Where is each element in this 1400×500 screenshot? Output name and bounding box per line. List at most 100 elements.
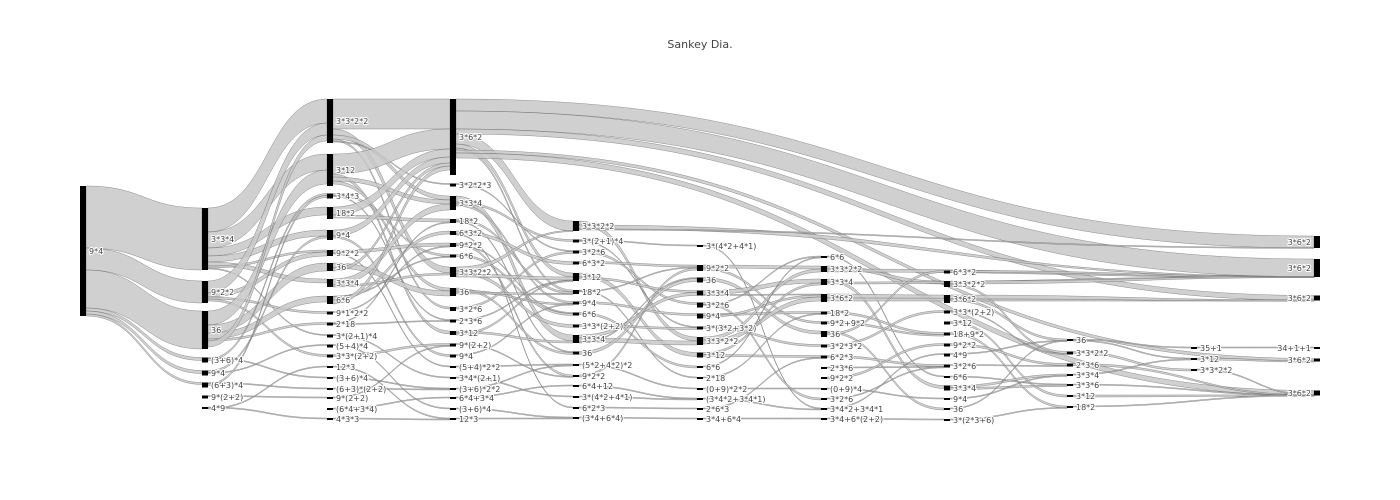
sankey-node[interactable] (944, 321, 950, 325)
sankey-node[interactable] (821, 418, 827, 420)
sankey-node[interactable] (327, 354, 333, 358)
sankey-node[interactable] (450, 331, 456, 335)
sankey-node[interactable] (697, 302, 703, 308)
sankey-node[interactable] (202, 370, 208, 376)
sankey-node[interactable] (327, 311, 333, 315)
sankey-node[interactable] (327, 263, 333, 271)
sankey-node[interactable] (450, 388, 456, 390)
sankey-node[interactable] (450, 366, 456, 368)
sankey-node[interactable] (327, 296, 333, 304)
sankey-node[interactable] (327, 344, 333, 348)
sankey-node[interactable] (573, 375, 579, 377)
sankey-node[interactable] (450, 183, 456, 187)
sankey-node[interactable] (450, 377, 456, 379)
sankey-node[interactable] (450, 418, 456, 420)
sankey-node[interactable] (697, 326, 703, 330)
sankey-node[interactable] (450, 307, 456, 311)
sankey-node[interactable] (697, 265, 703, 271)
sankey-node[interactable] (1191, 347, 1197, 349)
sankey-node[interactable] (573, 417, 579, 419)
sankey-node[interactable] (821, 321, 827, 325)
sankey-node[interactable] (202, 208, 208, 270)
sankey-node[interactable] (450, 408, 456, 410)
sankey-node[interactable] (1067, 384, 1073, 386)
sankey-node[interactable] (450, 99, 456, 175)
sankey-node[interactable] (327, 377, 333, 379)
sankey-node[interactable] (573, 261, 579, 265)
sankey-node[interactable] (202, 357, 208, 363)
sankey-node[interactable] (450, 267, 456, 277)
sankey-node[interactable] (573, 385, 579, 387)
sankey-node[interactable] (821, 388, 827, 390)
sankey-node[interactable] (1314, 259, 1320, 277)
sankey-node[interactable] (1314, 347, 1320, 349)
sankey-node[interactable] (1314, 295, 1320, 301)
sankey-node[interactable] (821, 311, 827, 315)
sankey-node[interactable] (697, 277, 703, 283)
sankey-node[interactable] (944, 295, 950, 303)
sankey-node[interactable] (821, 355, 827, 359)
sankey-node[interactable] (821, 294, 827, 302)
sankey-node[interactable] (327, 279, 333, 287)
sankey-node[interactable] (821, 408, 827, 410)
sankey-node[interactable] (327, 207, 333, 219)
sankey-node[interactable] (944, 310, 950, 314)
sankey-node[interactable] (821, 331, 827, 337)
sankey-node[interactable] (573, 396, 579, 398)
sankey-node[interactable] (450, 243, 456, 247)
sankey-node[interactable] (327, 322, 333, 326)
sankey-node[interactable] (573, 335, 579, 343)
sankey-node[interactable] (573, 250, 579, 254)
sankey-node[interactable] (450, 196, 456, 210)
sankey-node[interactable] (327, 250, 333, 256)
sankey-node[interactable] (1191, 358, 1197, 360)
sankey-node[interactable] (697, 290, 703, 296)
sankey-node[interactable] (573, 290, 579, 294)
sankey-node[interactable] (697, 352, 703, 358)
sankey-node[interactable] (327, 388, 333, 390)
sankey-node[interactable] (1067, 395, 1073, 397)
sankey-node[interactable] (821, 266, 827, 272)
sankey-node[interactable] (327, 397, 333, 399)
sankey-node[interactable] (573, 312, 579, 316)
sankey-node[interactable] (944, 332, 950, 336)
sankey-node[interactable] (573, 324, 579, 328)
sankey-node[interactable] (944, 281, 950, 287)
sankey-node[interactable] (944, 343, 950, 347)
sankey-node[interactable] (944, 376, 950, 378)
sankey-node[interactable] (944, 270, 950, 274)
sankey-node[interactable] (202, 281, 208, 303)
sankey-node[interactable] (327, 154, 333, 186)
sankey-node[interactable] (450, 219, 456, 223)
sankey-node[interactable] (944, 364, 950, 368)
sankey-node[interactable] (80, 186, 86, 316)
sankey-node[interactable] (202, 407, 208, 409)
sankey-node[interactable] (450, 288, 456, 296)
sankey-node[interactable] (697, 408, 703, 410)
sankey-node[interactable] (1067, 339, 1073, 341)
sankey-node[interactable] (327, 366, 333, 368)
sankey-node[interactable] (573, 273, 579, 281)
sankey-node[interactable] (944, 408, 950, 410)
sankey-node[interactable] (944, 353, 950, 357)
sankey-node[interactable] (1314, 390, 1320, 396)
sankey-node[interactable] (327, 408, 333, 410)
sankey-node[interactable] (327, 418, 333, 420)
sankey-node[interactable] (202, 382, 208, 388)
sankey-node[interactable] (697, 366, 703, 368)
sankey-node[interactable] (327, 230, 333, 240)
sankey-node[interactable] (1314, 236, 1320, 248)
sankey-node[interactable] (202, 311, 208, 349)
sankey-node[interactable] (327, 99, 333, 143)
sankey-node[interactable] (821, 367, 827, 369)
sankey-node[interactable] (450, 254, 456, 258)
sankey-node[interactable] (327, 193, 333, 199)
sankey-node[interactable] (697, 398, 703, 400)
sankey-node[interactable] (944, 419, 950, 421)
sankey-node[interactable] (697, 377, 703, 379)
sankey-node[interactable] (1314, 358, 1320, 362)
sankey-node[interactable] (573, 351, 579, 355)
sankey-node[interactable] (450, 231, 456, 235)
sankey-node[interactable] (327, 334, 333, 338)
sankey-node[interactable] (697, 313, 703, 319)
